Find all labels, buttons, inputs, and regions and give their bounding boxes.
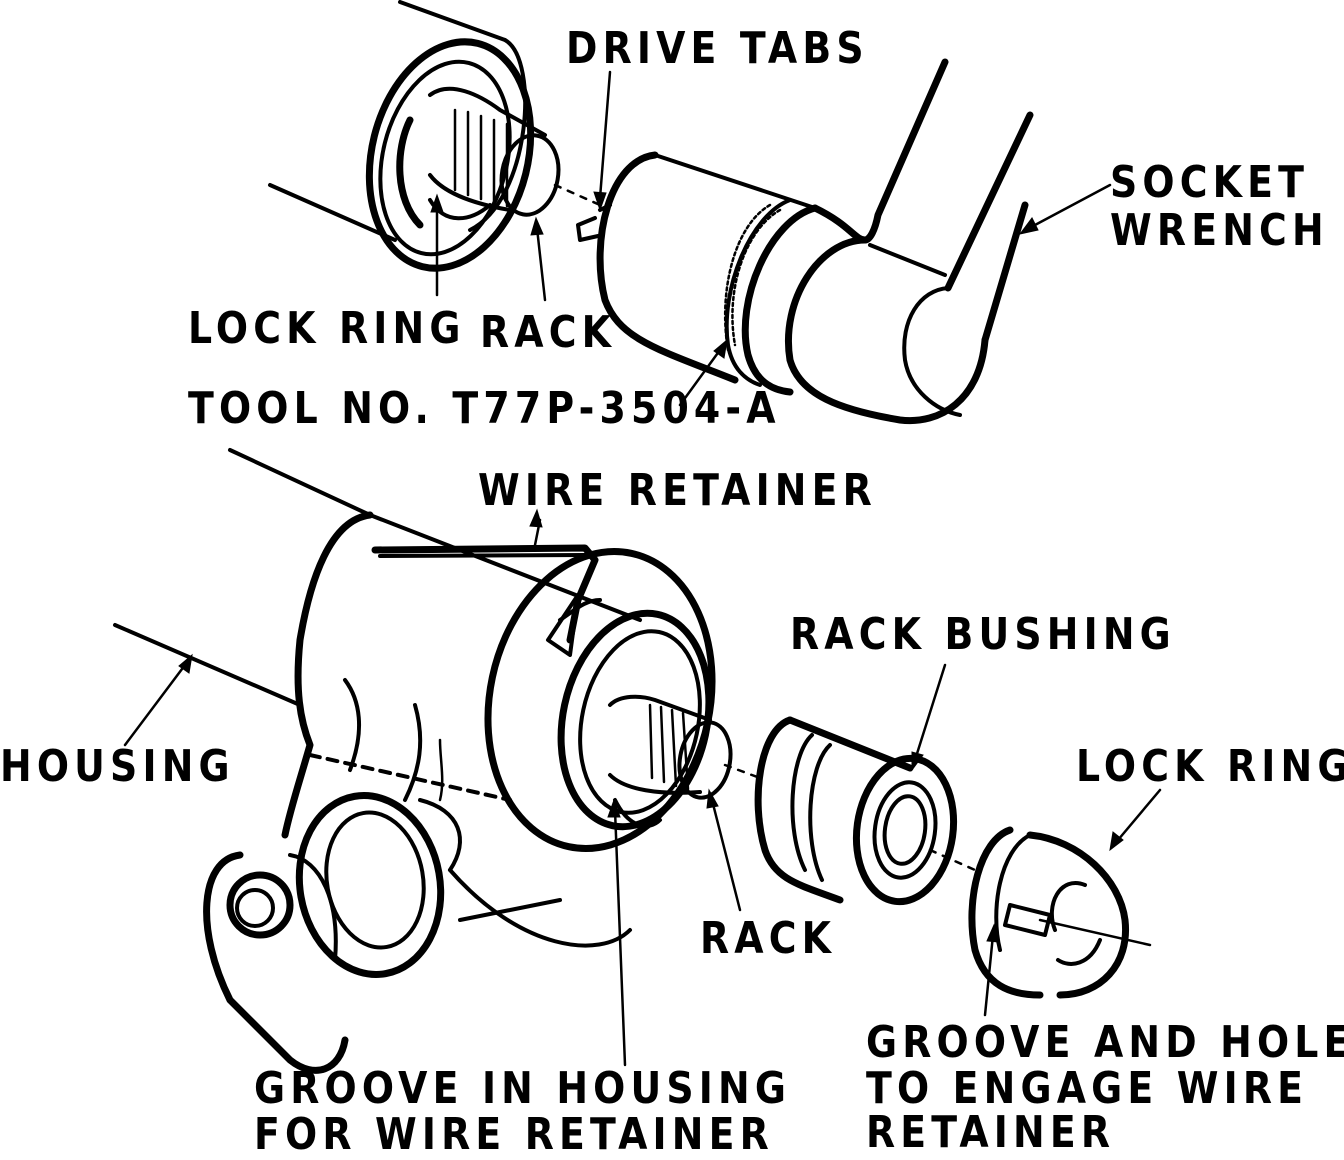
bottom-housing-body [113, 448, 642, 839]
leader-lines [123, 70, 1162, 1067]
label-groove-and-hole-line3: RETAINER [866, 1107, 1116, 1158]
label-drive-tabs: DRIVE TABS [566, 23, 869, 74]
label-lock-ring-top: LOCK RING [188, 303, 466, 354]
label-wire-retainer: WIRE RETAINER [478, 465, 877, 516]
bottom-pivot-arm [203, 851, 349, 1074]
top-rack-threaded-end [428, 86, 602, 217]
label-socket-wrench-line1: SOCKET [1110, 157, 1310, 208]
label-rack-bottom: RACK [700, 913, 837, 964]
label-socket-wrench-line2: WRENCH [1110, 205, 1329, 256]
label-tool-number: TOOL NO. T77P-3504-A [188, 383, 781, 434]
label-rack-bushing: RACK BUSHING [790, 609, 1176, 660]
label-lock-ring-bottom: LOCK RING [1076, 741, 1344, 792]
socket-wrench [785, 58, 1034, 425]
bottom-rack-threaded-end [608, 694, 762, 828]
label-rack-top: RACK [480, 307, 617, 358]
label-groove-in-housing-line1: GROOVE IN HOUSING [254, 1063, 792, 1114]
tool-socket [576, 151, 819, 396]
bottom-lock-ring [968, 826, 1152, 999]
bottom-housing-bore [484, 548, 716, 852]
label-housing: HOUSING [0, 741, 235, 792]
label-groove-in-housing-line2: FOR WIRE RETAINER [254, 1109, 774, 1160]
rack-bushing [754, 716, 977, 906]
wire-retainer [371, 544, 599, 657]
top-lock-ring [396, 116, 492, 229]
label-groove-and-hole-line2: TO ENGAGE WIRE [866, 1063, 1309, 1114]
top-housing-flange [365, 38, 535, 272]
label-groove-and-hole-line1: GROOVE AND HOLE [866, 1017, 1344, 1068]
